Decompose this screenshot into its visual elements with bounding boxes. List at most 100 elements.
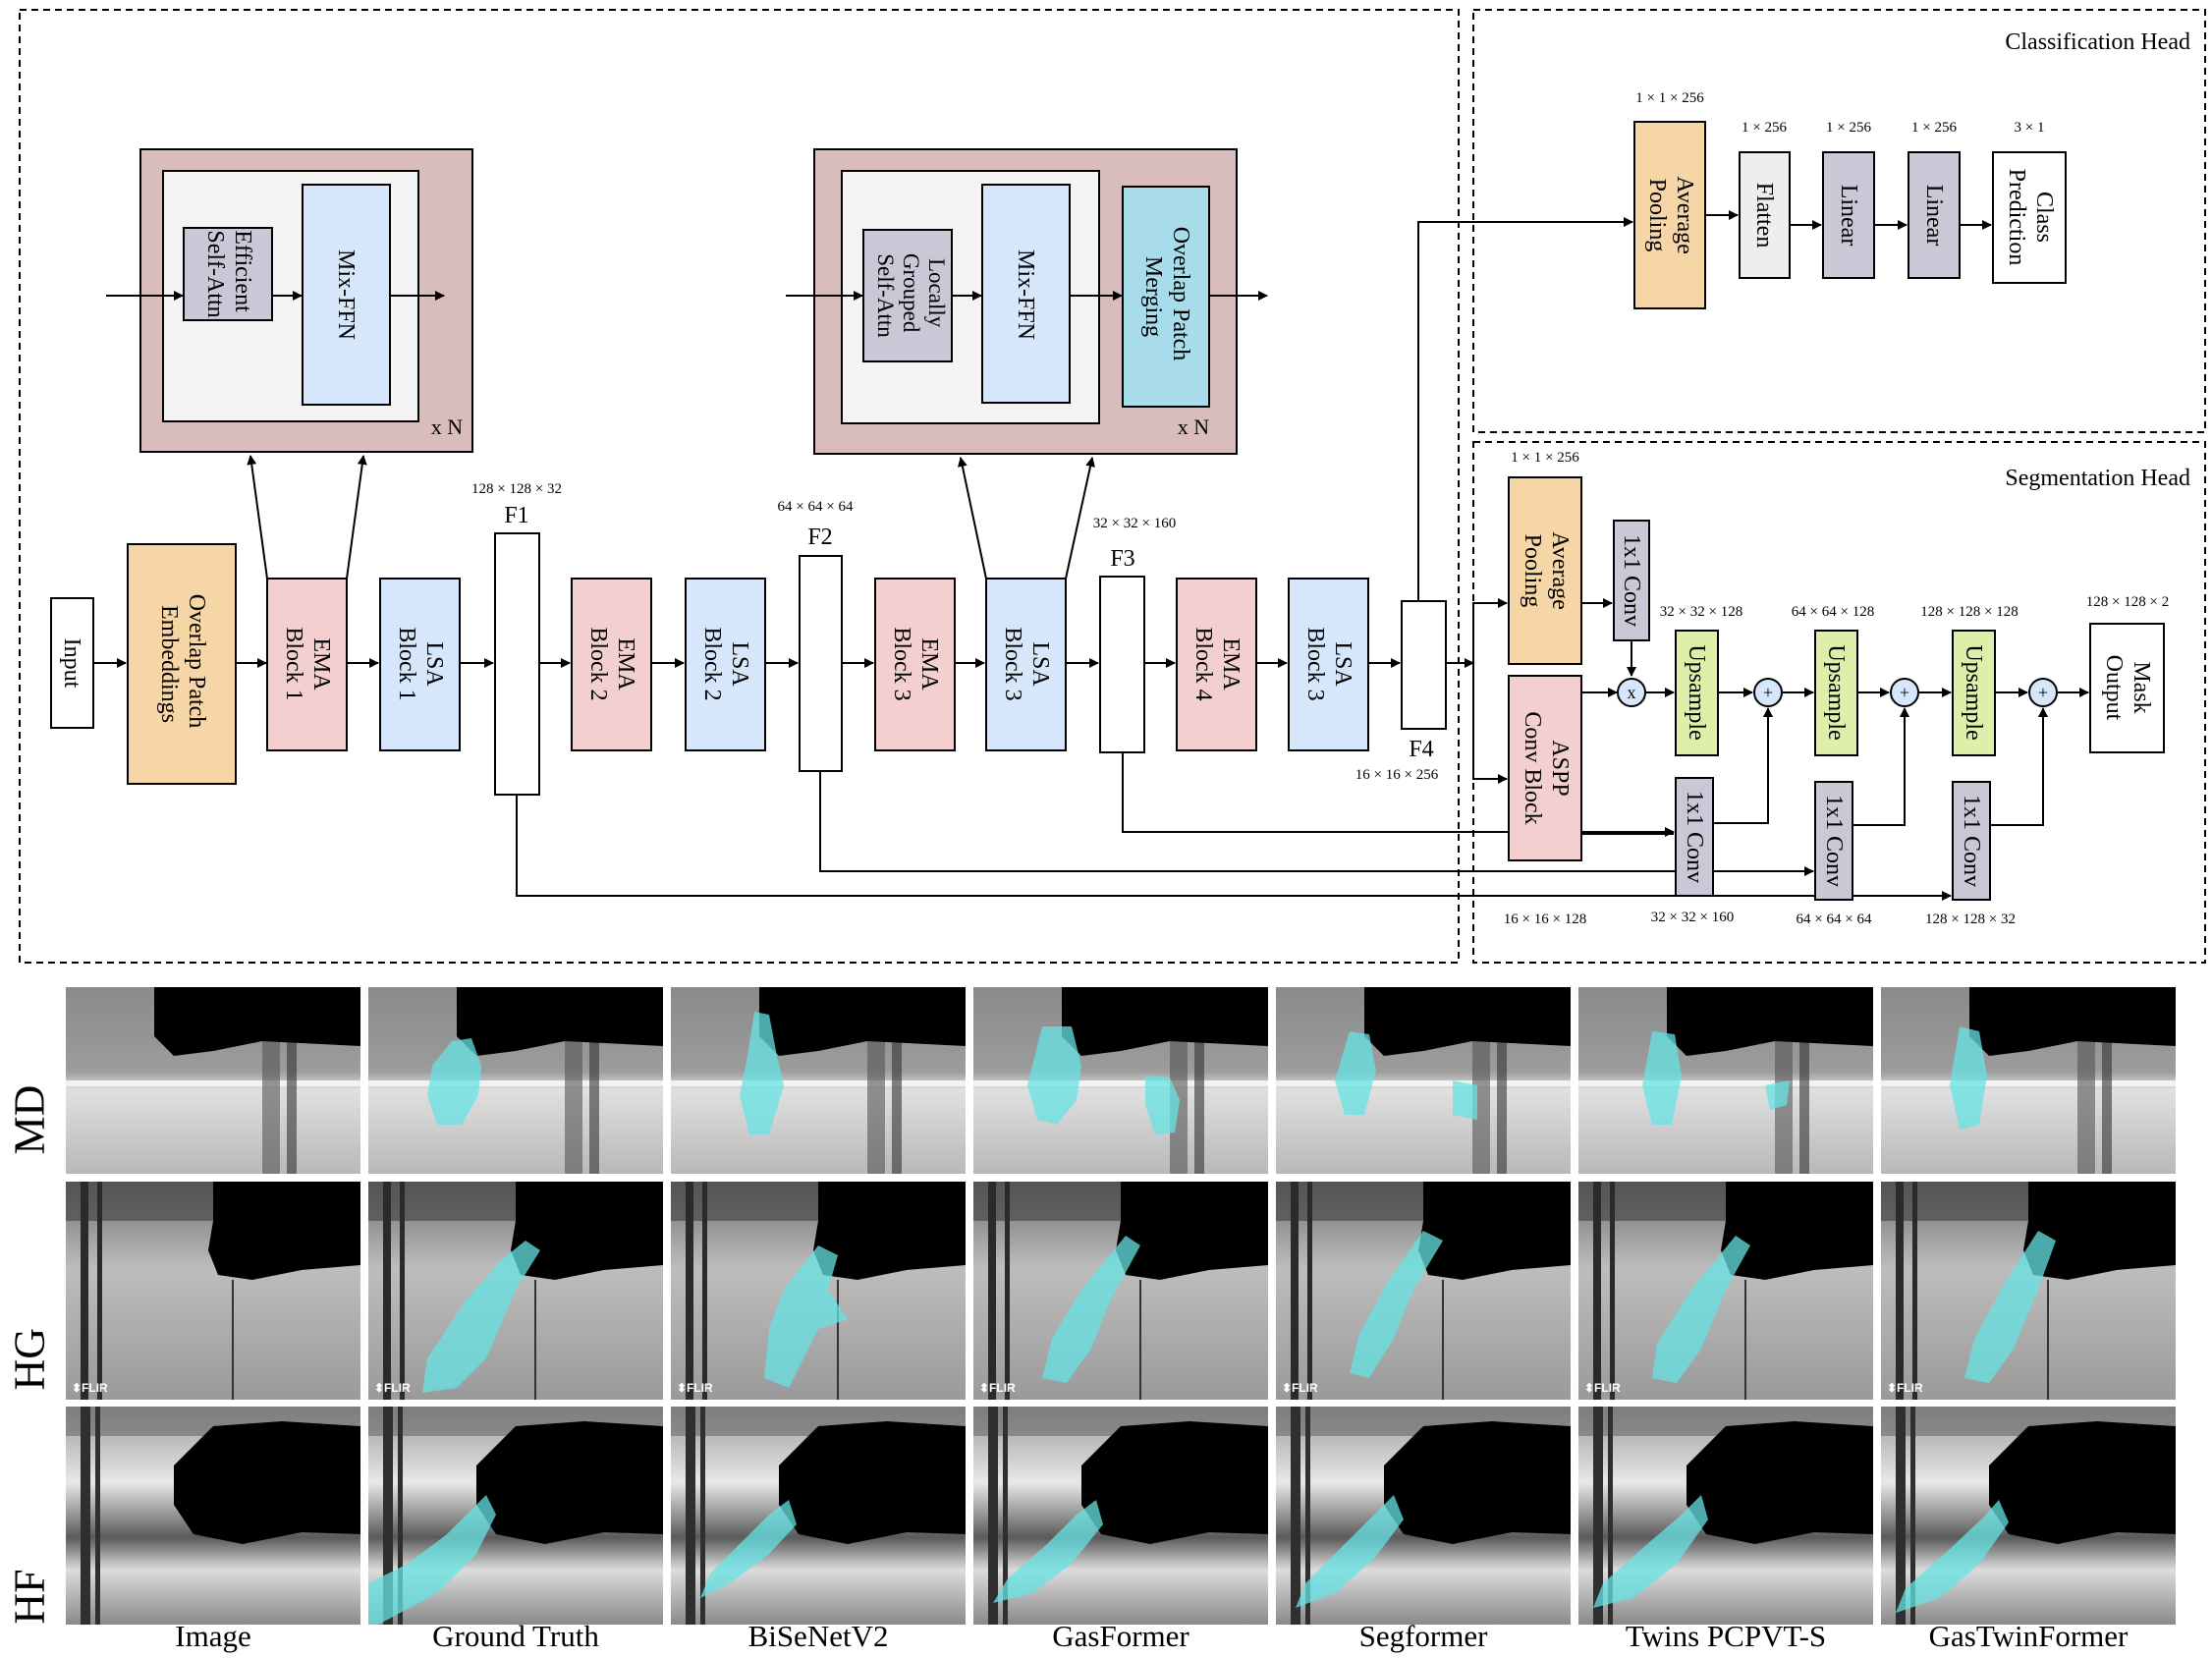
thumb-hg-image: ⬍FLIR xyxy=(66,1182,360,1400)
repeat-n-right: x N xyxy=(1178,414,1210,439)
svg-text:⬍FLIR: ⬍FLIR xyxy=(1584,1381,1621,1395)
svg-text:128 × 128 × 32: 128 × 128 × 32 xyxy=(1925,912,2016,927)
svg-text:x: x xyxy=(1628,683,1636,702)
thumb-hf-gasformer xyxy=(973,1407,1268,1625)
svg-text:1 × 256: 1 × 256 xyxy=(1826,120,1871,136)
col-label-ground-truth: Ground Truth xyxy=(432,1619,599,1653)
classification-head-title: Classification Head xyxy=(2005,29,2190,55)
f1-label: F1 xyxy=(504,503,528,528)
f2-dim: 64 × 64 × 64 xyxy=(778,499,854,515)
thumb-hf-gastwinformer xyxy=(1881,1407,2176,1625)
architecture-diagram: Classification Head Segmentation Head Ef… xyxy=(19,9,2206,964)
embed-line1: Overlap Patch xyxy=(184,594,209,729)
feature-f4 xyxy=(1401,600,1447,730)
repeat-n-left: x N xyxy=(431,414,464,439)
seg-1x1-conv-skip-1 xyxy=(1675,777,1714,897)
svg-text:Upsample: Upsample xyxy=(1684,644,1709,740)
feature-f3 xyxy=(1099,576,1145,753)
cls-flatten xyxy=(1739,151,1791,279)
svg-text:ClassPrediction: ClassPrediction xyxy=(2004,169,2057,266)
svg-text:Efficient Self-Attn: Efficient Self-Attn xyxy=(202,230,255,318)
svg-text:1x1 Conv: 1x1 Conv xyxy=(1821,795,1847,887)
svg-text:EMABlock 3: EMABlock 3 xyxy=(889,627,942,700)
svg-text:16 × 16 × 128: 16 × 16 × 128 xyxy=(1504,912,1586,927)
col-label-gastwinformer: GasTwinFormer xyxy=(1928,1619,2129,1653)
seg-add-node-3 xyxy=(2028,678,2058,707)
col-label-bisenetv2: BiSeNetV2 xyxy=(747,1619,889,1653)
seg-mask-output xyxy=(2089,623,2165,753)
svg-text:⬍FLIR: ⬍FLIR xyxy=(1887,1381,1923,1395)
ema-block-1 xyxy=(266,578,348,751)
col-label-image: Image xyxy=(175,1619,251,1653)
svg-text:EMABlock 4: EMABlock 4 xyxy=(1190,627,1244,700)
thumb-hf-segformer xyxy=(1276,1407,1571,1625)
thumb-hg-ground-truth: ⬍FLIR xyxy=(368,1182,663,1400)
overlap-patch-embeddings-block xyxy=(127,543,237,785)
svg-text:1 × 1 × 256: 1 × 1 × 256 xyxy=(1511,450,1579,466)
svg-text:+: + xyxy=(1900,683,1909,702)
segmentation-head-title: Segmentation Head xyxy=(2005,466,2190,491)
svg-text:AveragePooling: AveragePooling xyxy=(1644,176,1697,254)
thumb-hg-gastwinformer: ⬍FLIR xyxy=(1881,1182,2176,1400)
thumb-md-twins-pcpvt-s xyxy=(1578,987,1873,1174)
svg-text:3 × 1: 3 × 1 xyxy=(2015,120,2045,136)
thumb-hf-bisenetv2 xyxy=(671,1407,966,1625)
lsa-block-1 xyxy=(379,578,461,751)
svg-text:32 × 32 × 128: 32 × 32 × 128 xyxy=(1660,604,1742,620)
row-label-hg: HG xyxy=(5,1327,54,1391)
svg-text:LSABlock 2: LSABlock 2 xyxy=(699,627,752,700)
svg-text:32 × 32 × 160: 32 × 32 × 160 xyxy=(1651,910,1734,925)
row-label-hf: HF xyxy=(5,1569,54,1625)
svg-text:LSABlock 3: LSABlock 3 xyxy=(1000,627,1053,700)
efficient-self-attn-line1: Efficient xyxy=(230,230,255,312)
classification-head: AveragePooling 1 × 1 × 256 Flatten 1 × 2… xyxy=(1633,90,2067,309)
thumb-md-gastwinformer xyxy=(1881,987,2176,1174)
input-block xyxy=(50,597,94,729)
input-label: Input xyxy=(59,638,84,689)
svg-text:AveragePooling: AveragePooling xyxy=(1520,531,1573,610)
efficient-self-attn-line2: Self-Attn xyxy=(202,230,228,317)
svg-text:+: + xyxy=(2038,683,2048,702)
svg-text:+: + xyxy=(1763,683,1773,702)
svg-text:⬍FLIR: ⬍FLIR xyxy=(1282,1381,1318,1395)
seg-average-pooling xyxy=(1508,476,1582,665)
thumb-hg-segformer: ⬍FLIR xyxy=(1276,1182,1571,1400)
mix-ffn-left: Mix-FFN xyxy=(333,249,359,340)
svg-text:⬍FLIR: ⬍FLIR xyxy=(677,1381,713,1395)
svg-text:Linear: Linear xyxy=(1836,185,1861,247)
f3-label: F3 xyxy=(1110,546,1134,572)
svg-text:64 × 64 × 128: 64 × 64 × 128 xyxy=(1792,604,1874,620)
thumb-hg-gasformer: ⬍FLIR xyxy=(973,1182,1268,1400)
segmentation-head: AveragePooling 1 × 1 × 256 1x1 Conv ASPP… xyxy=(1472,450,2169,927)
seg-1x1-conv-skip-3 xyxy=(1952,781,1991,901)
seg-1x1-conv-top xyxy=(1613,520,1650,641)
cls-dim-pool: 1 × 1 × 256 xyxy=(1635,90,1704,106)
seg-upsample-1 xyxy=(1675,630,1719,756)
svg-text:Linear: Linear xyxy=(1921,185,1947,247)
thumb-hf-image xyxy=(66,1407,360,1625)
f4-dim: 16 × 16 × 256 xyxy=(1355,767,1439,783)
ema-block-3 xyxy=(874,578,956,751)
seg-upsample-3 xyxy=(1952,630,1996,756)
cls-class-prediction xyxy=(1992,151,2067,284)
svg-text:⬍FLIR: ⬍FLIR xyxy=(374,1381,411,1395)
thumb-hg-twins-pcpvt-s: ⬍FLIR xyxy=(1578,1182,1873,1400)
thumb-md-bisenetv2 xyxy=(671,987,966,1174)
overlap-patch-merging-line2: Merging xyxy=(1140,256,1166,337)
lsa3-dim: 32 × 32 × 160 xyxy=(1093,516,1176,531)
f1-dim: 128 × 128 × 32 xyxy=(471,481,562,497)
ema-block-2 xyxy=(571,578,652,751)
col-label-gasformer: GasFormer xyxy=(1052,1619,1189,1653)
feature-f2 xyxy=(799,555,843,772)
cls-linear-2 xyxy=(1908,151,1961,279)
lsa-block-4 xyxy=(1288,578,1369,751)
cls-average-pooling xyxy=(1633,121,1706,309)
seg-1x1-conv-skip-2 xyxy=(1814,781,1853,901)
svg-text:1 × 256: 1 × 256 xyxy=(1911,120,1957,136)
locally-grouped-line1: Locally xyxy=(924,258,949,328)
svg-text:Upsample: Upsample xyxy=(1823,644,1849,740)
seg-add-node-2 xyxy=(1890,678,1919,707)
embed-line2: Embeddings xyxy=(156,605,182,723)
backbone: Input Overlap Patch Embeddings EMABlock … xyxy=(50,217,1952,901)
svg-text:Overlap Patch Merging: Overlap Patch Merging xyxy=(1140,227,1193,367)
